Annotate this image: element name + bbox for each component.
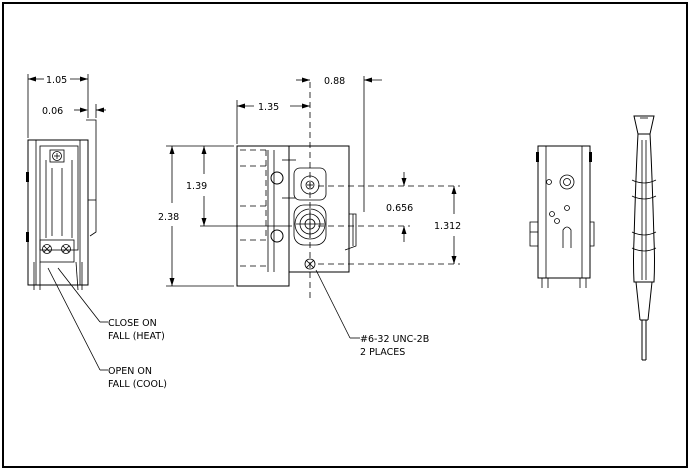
callout-open-line1: OPEN ON	[108, 366, 152, 377]
callout-thread-line2: 2 PLACES	[360, 347, 405, 358]
sensing-bulb-probe	[631, 115, 657, 361]
dimension-lines-front	[166, 76, 460, 287]
dimension-lines-left	[27, 74, 106, 138]
dimension-0-88: 0.88	[324, 76, 345, 87]
dimension-0-656: 0.656	[386, 203, 413, 214]
dimension-1-05: 1.05	[46, 75, 67, 86]
callout-close-line2: FALL (HEAT)	[108, 331, 165, 342]
dimension-1-312: 1.312	[434, 221, 461, 232]
callout-open-line2: FALL (COOL)	[108, 379, 167, 390]
callout-leaders	[47, 267, 360, 371]
side-view-right	[529, 145, 595, 288]
front-view	[236, 82, 357, 300]
callout-close-line1: CLOSE ON	[108, 318, 157, 329]
callout-thread-line1: #6-32 UNC-2B	[360, 334, 429, 345]
dimension-2-38: 2.38	[158, 212, 179, 223]
dimension-0-06: 0.06	[42, 106, 63, 117]
dimension-1-39: 1.39	[186, 181, 207, 192]
dimension-1-35: 1.35	[258, 102, 279, 113]
side-view-left	[26, 119, 97, 291]
